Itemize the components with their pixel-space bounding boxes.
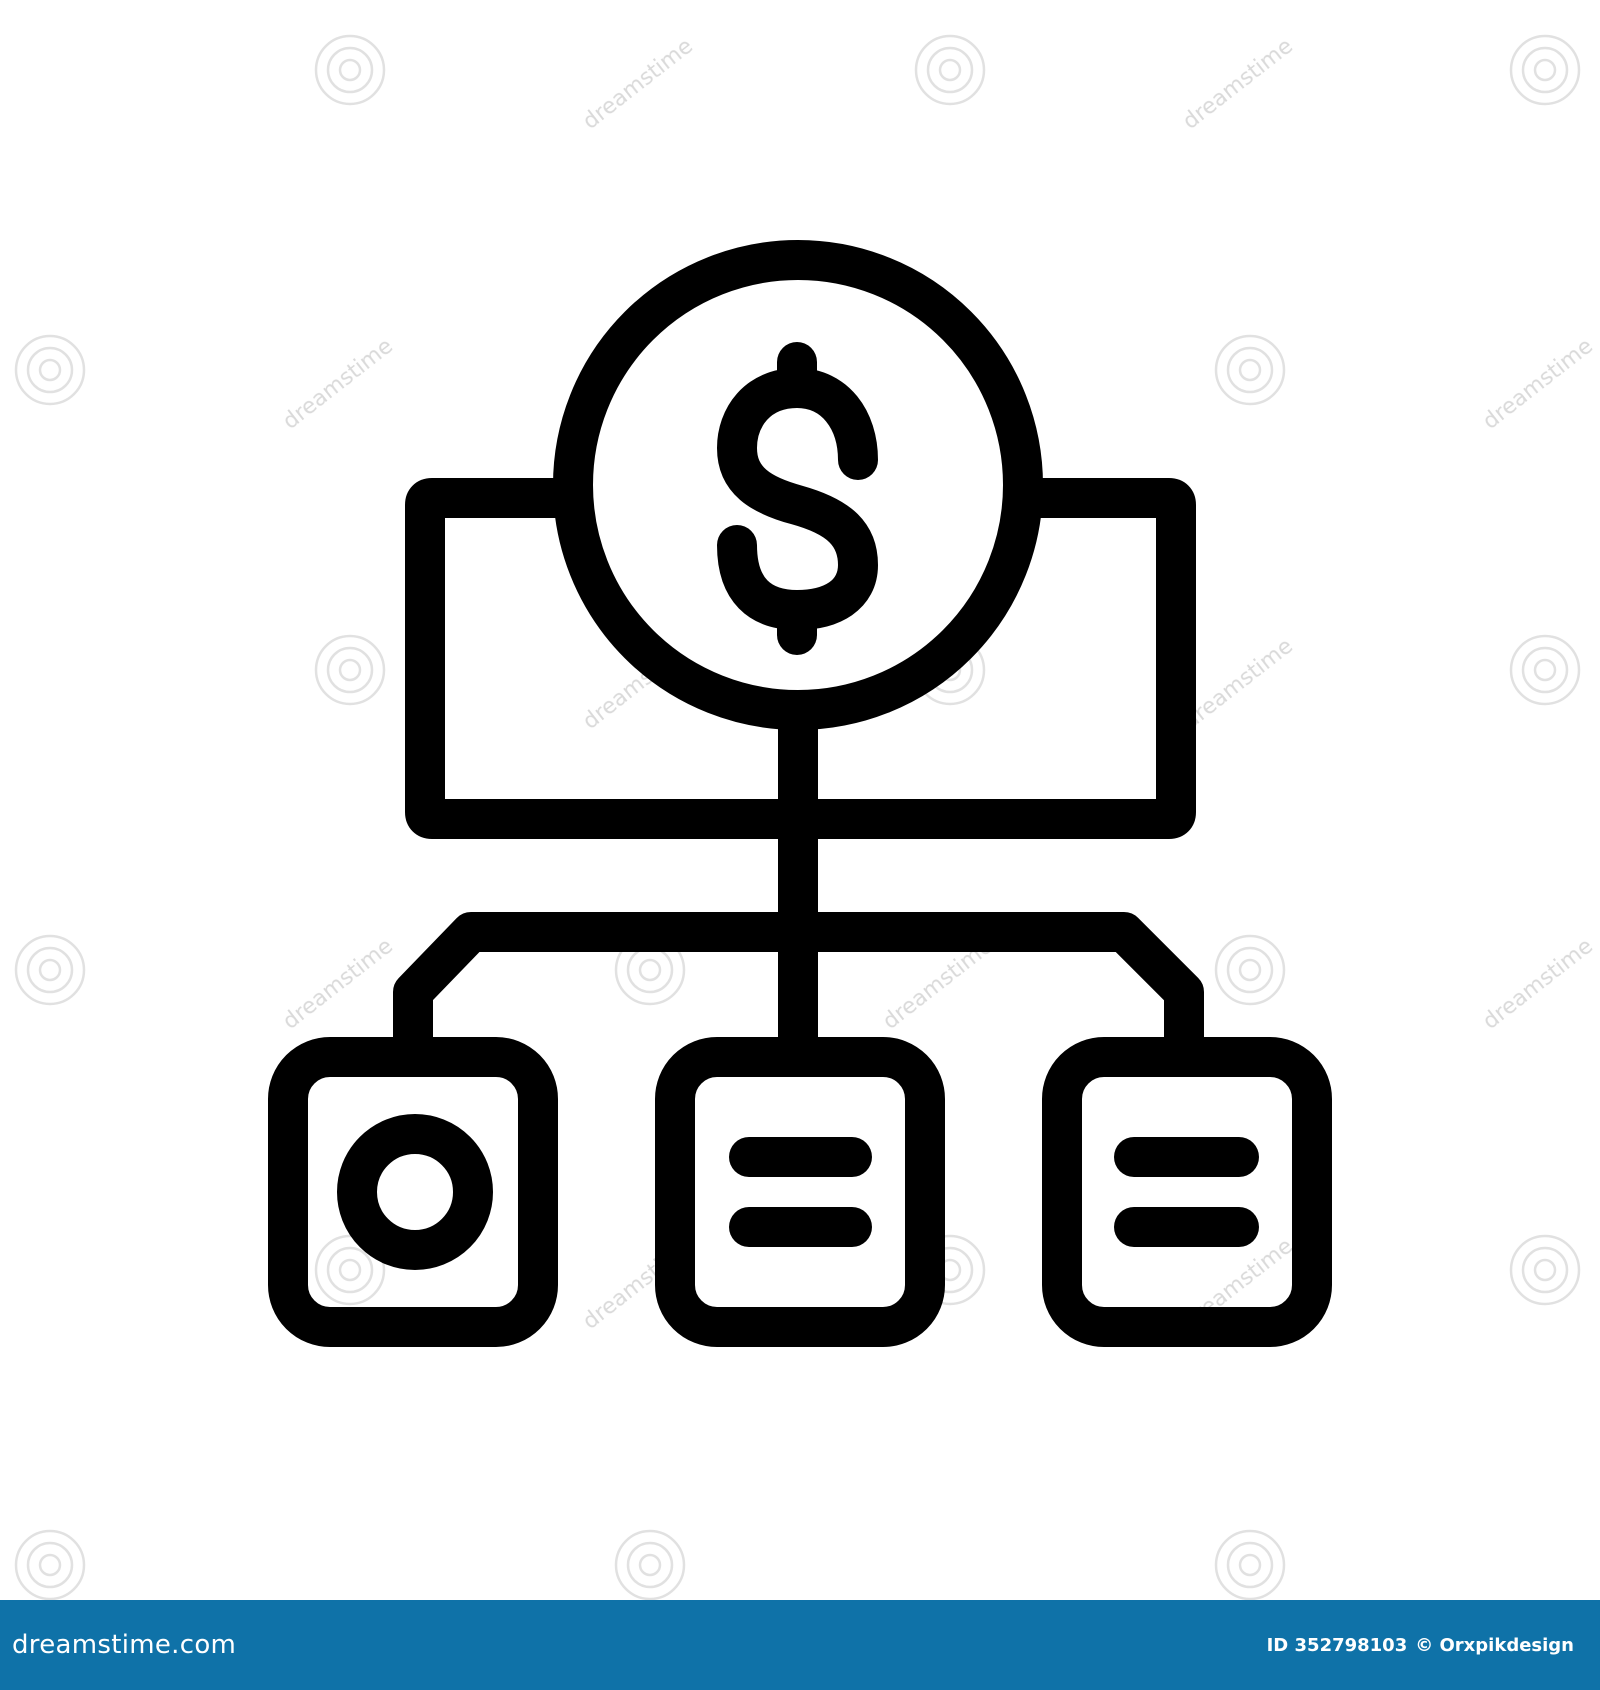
- dollar-sign-icon: [717, 342, 878, 655]
- middle-node-box: [655, 1037, 945, 1347]
- right-node-box: [1042, 1037, 1332, 1347]
- stock-image-canvas: dreamstime dreamstime dreamstime dreamst…: [14, 33, 1598, 1600]
- stock-photo-footer: dreamstime.com ID 352798103 © Orxpikdesi…: [0, 1600, 1600, 1690]
- left-node-circle: [337, 1114, 493, 1270]
- left-node-box: [268, 1037, 558, 1347]
- dollar-flowchart-icon: [268, 240, 1332, 1347]
- author-credit[interactable]: © Orxpikdesign: [1415, 1634, 1574, 1656]
- branch-connector: [393, 912, 1204, 1070]
- image-id-label: ID 352798103: [1266, 1634, 1408, 1656]
- image-credit: ID 352798103 © Orxpikdesign: [1267, 1635, 1574, 1656]
- dreamstime-logo[interactable]: dreamstime.com: [12, 1630, 237, 1660]
